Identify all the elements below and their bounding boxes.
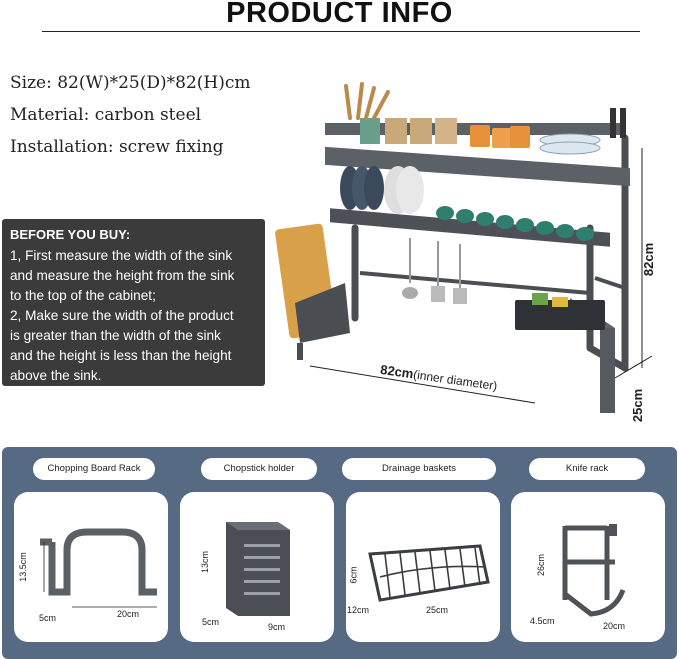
accessory-card-chopping-board-rack: 13.5cm 5cm 20cm (14, 492, 168, 642)
notice-line: to the top of the cabinet; (10, 288, 156, 303)
height-dimension: 82cm (641, 242, 657, 277)
knife-rack-depth: 4.5cm (530, 616, 555, 626)
spec-material: Material: carbon steel (10, 105, 202, 125)
chopping-board-depth: 5cm (39, 613, 57, 623)
drainage-basket-depth: 12cm (347, 605, 370, 615)
depth-dimension: 25cm (630, 388, 646, 423)
dish-rack-illustration (275, 82, 653, 413)
chopping-board-height: 13.5cm (17, 552, 28, 582)
drainage-basket-width: 25cm (426, 605, 449, 615)
knife-rack-width: 20cm (603, 621, 626, 631)
notice-line: is greater than the width of the sink (10, 328, 221, 343)
chopping-board-rack-icon (40, 528, 157, 608)
accessory-label-chopstick-holder: Chopstick holder (201, 458, 317, 480)
width-dimension-value: 82cm (379, 361, 415, 382)
notice-line: 2, Make sure the width of the product (10, 308, 234, 323)
spec-installation: Installation: screw fixing (10, 137, 224, 157)
spec-size: Size: 82(W)*25(D)*82(H)cm (10, 73, 251, 93)
accessory-card-chopstick-holder: 13cm 5cm 9cm (180, 492, 334, 642)
notice-line: and the height is less than the height (10, 348, 232, 363)
knife-rack-icon (562, 524, 626, 617)
before-you-buy-title: BEFORE YOU BUY: (10, 227, 131, 242)
page-title: PRODUCT INFO (226, 0, 453, 29)
notice-line: above the sink. (10, 368, 102, 383)
notice-line: 1, First measure the width of the sink (10, 248, 233, 263)
knife-rack-height: 26cm (536, 553, 547, 577)
chopstick-holder-height: 13cm (200, 550, 211, 574)
accessory-label-chopping-board-rack: Chopping Board Rack (33, 458, 155, 480)
notice-line: and measure the height from the sink (10, 268, 235, 283)
accessory-card-drainage-baskets: 6cm 12cm 25cm (346, 492, 500, 642)
accessory-card-knife-rack: 26cm 4.5cm 20cm (511, 492, 665, 642)
accessory-label-drainage-baskets: Drainage baskets (342, 458, 496, 480)
before-you-buy-box (2, 219, 265, 386)
chopstick-holder-icon (226, 522, 290, 616)
title-divider (42, 31, 640, 32)
chopstick-holder-width: 9cm (268, 622, 286, 632)
drainage-basket-icon (368, 544, 490, 602)
drainage-basket-height: 6cm (348, 566, 359, 584)
chopstick-holder-depth: 5cm (202, 617, 220, 627)
accessory-label-knife-rack: Knife rack (529, 458, 645, 480)
chopping-board-width: 20cm (117, 609, 140, 619)
